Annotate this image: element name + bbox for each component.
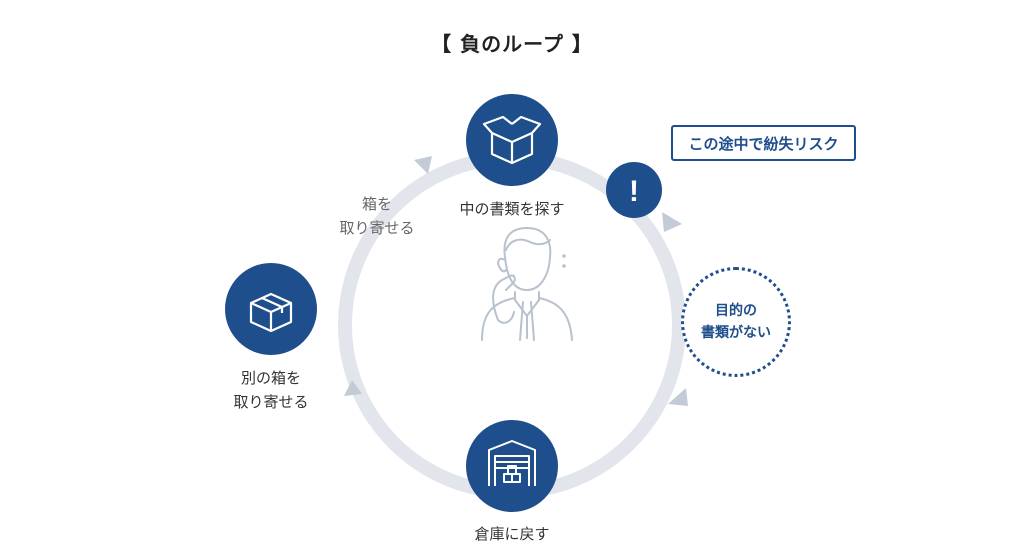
node-order-another-box: [225, 263, 317, 355]
missing-line2: 書類がない: [701, 325, 771, 341]
arc-label-line1: 箱を: [361, 195, 392, 213]
arc-label-line2: 取り寄せる: [339, 219, 415, 237]
node-left-label: 別の箱を 取り寄せる: [206, 366, 336, 414]
alert-symbol: !: [629, 175, 639, 208]
alert-badge: !: [606, 162, 662, 218]
arc-label: 箱を 取り寄せる: [318, 192, 436, 240]
closed-box-icon: [249, 292, 293, 333]
node-top-label: 中の書類を探す: [459, 200, 565, 218]
warehouse-icon: [488, 440, 536, 486]
node-bottom-label: 倉庫に戻す: [474, 525, 550, 543]
loss-risk-callout: この途中で紛失リスク: [671, 125, 856, 161]
node-return-to-warehouse: [466, 420, 558, 512]
flow-arrow-top-right: [662, 212, 682, 232]
node-search-documents: [466, 94, 558, 186]
confused-businessman-icon: [481, 227, 573, 341]
open-box-icon: [482, 115, 542, 165]
missing-document-bubble: 目的の 書類がない: [681, 267, 791, 377]
node-left-label-line2: 取り寄せる: [233, 393, 309, 411]
flow-arrow-bottom-right: [668, 388, 688, 406]
flow-arrow-top-left: [414, 156, 432, 174]
missing-line1: 目的の: [715, 303, 757, 319]
node-left-label-line1: 別の箱を: [240, 369, 301, 387]
page-title: 【 負のループ 】: [431, 32, 593, 56]
flow-arrow-bottom-left: [344, 380, 362, 396]
